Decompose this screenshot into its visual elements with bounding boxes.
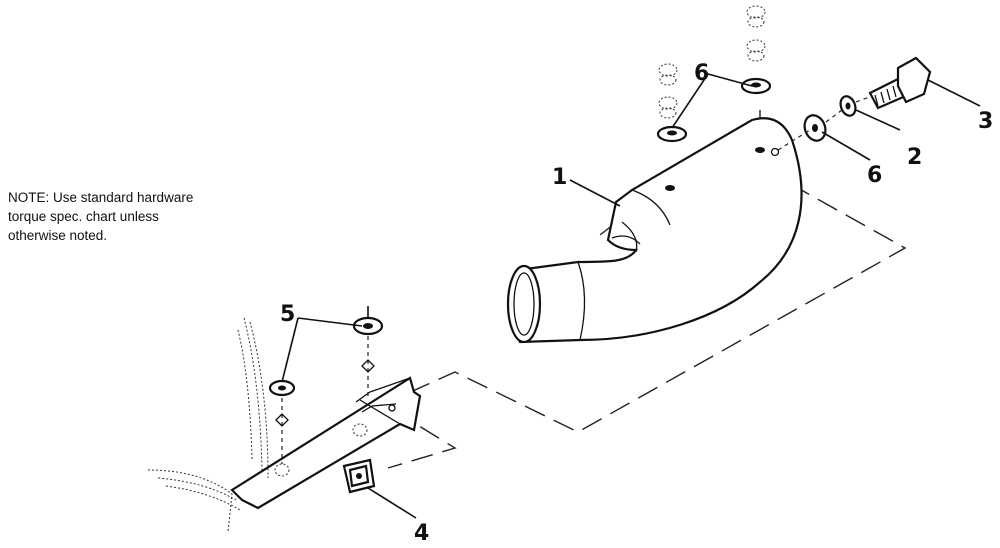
callout-5: 5 — [280, 302, 295, 327]
bracket — [147, 317, 422, 533]
lock-washer — [839, 95, 857, 117]
washer-flat — [803, 114, 827, 142]
bolt — [868, 56, 932, 110]
callout-2: 2 — [907, 145, 922, 170]
bracket-washers — [268, 306, 384, 477]
elbow-hose — [506, 117, 803, 344]
note-line-3: otherwise noted. — [8, 228, 108, 243]
callout-6-top: 6 — [694, 61, 709, 86]
top-nut-stack-right — [740, 5, 772, 95]
leader-lines — [281, 73, 981, 519]
callout-6-right: 6 — [867, 163, 882, 188]
note-text: NOTE: Use standard hardware torque spec.… — [8, 188, 308, 245]
note-line-1: NOTE: Use standard hardware — [8, 190, 194, 205]
note-line-2: torque spec. chart unless — [8, 209, 159, 224]
callout-1: 1 — [552, 165, 567, 190]
top-nut-stack-left — [656, 63, 688, 143]
bolt-axis-line — [777, 95, 873, 151]
callout-3: 3 — [978, 109, 993, 134]
clip-nut — [342, 458, 376, 494]
callout-4: 4 — [414, 521, 429, 546]
